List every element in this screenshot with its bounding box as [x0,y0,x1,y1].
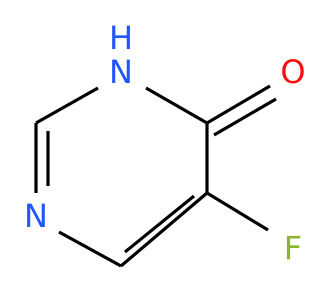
nitrogen-top-label: N [109,53,133,91]
bond-layer [34,84,277,268]
bond-n3-c4 [145,86,208,125]
atom-label-layer: N H N O F [24,19,306,267]
bond-n1-c6 [58,230,122,268]
hydrogen-top-label: H [109,19,133,57]
nitrogen-left-label: N [24,197,48,235]
bond-n3-c2 [35,86,99,125]
bond-c6-c5-secondary [123,194,196,254]
oxygen-label: O [280,53,305,91]
bond-c6-c5-primary [119,191,209,268]
bond-c4-o-primary [206,84,271,125]
fluorine-label: F [284,229,302,267]
bond-c5-f [206,191,269,232]
bond-c4-o-secondary [213,97,277,137]
